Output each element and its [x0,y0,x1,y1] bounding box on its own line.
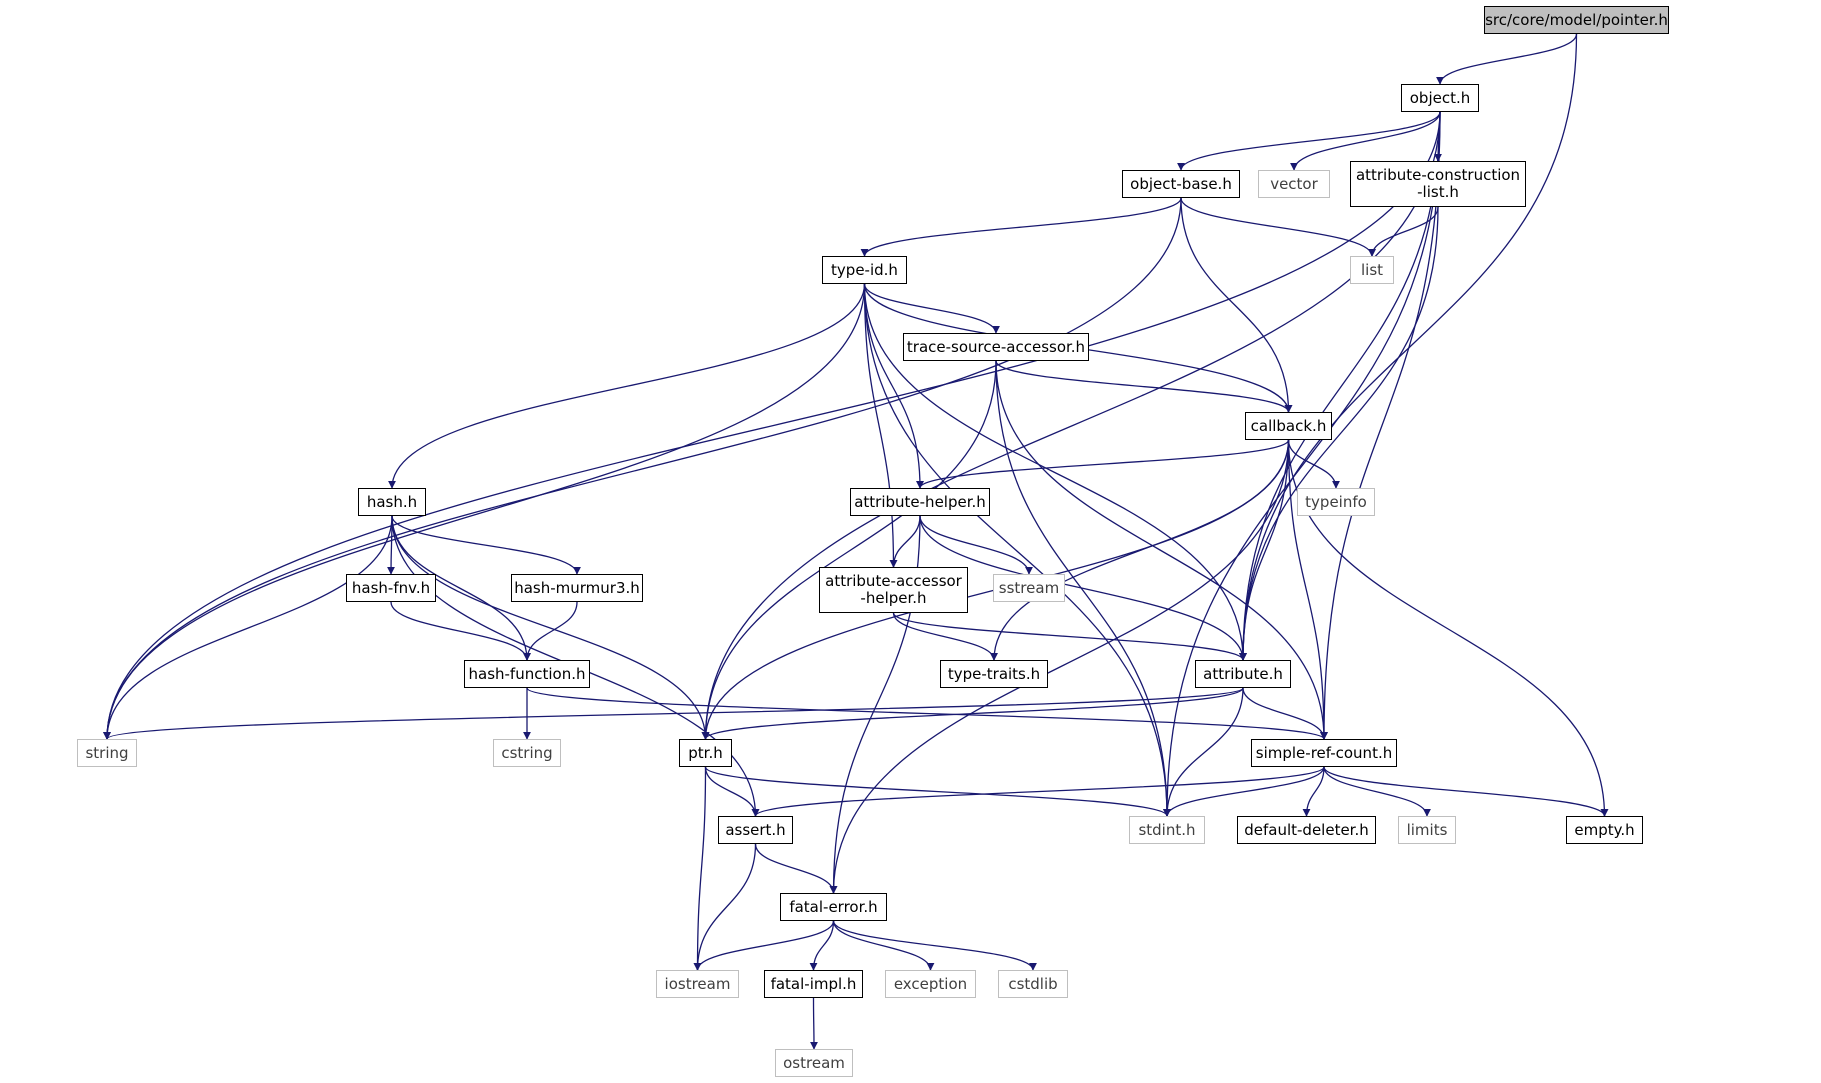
node-object-base-h[interactable]: object-base.h [1122,170,1240,198]
edge-object_h-to-stdint_h [1163,111,1441,817]
node-attribute-accessor-helper-h[interactable]: attribute-accessor -helper.h [819,567,968,613]
edge-attr_cons_list_h-to-list [1368,206,1439,257]
edge-attribute_helper_h-to-attribute_h [919,515,1247,661]
edge-callback_h-to-attribute_h [1239,439,1290,661]
edge-pointer_h-to-object_h [1436,33,1578,85]
node-pointer-h: src/core/model/pointer.h [1484,6,1669,34]
edge-hash_murmur3_h-to-hash_function_h [523,601,578,661]
edge-trace_source_accessor_h-to-ptr_h [701,360,997,740]
edge-type_id_h-to-attr_accessor_helper_h [863,283,898,568]
edge-type_id_h-to-attribute_h [863,283,1247,661]
edge-attribute_h-to-ptr_h [701,687,1244,740]
node-exception: exception [885,970,976,998]
edge-attr_accessor_helper_h-to-attribute_h [892,612,1247,661]
edge-simple_ref_count_h-to-assert_h [751,766,1325,817]
node-stdint-h: stdint.h [1129,816,1205,844]
edge-attribute_helper_h-to-attr_accessor_helper_h [889,515,921,568]
edge-assert_h-to-fatal_error_h [754,843,838,894]
edge-object_h-to-object_base_h [1177,111,1441,171]
node-hash-function-h[interactable]: hash-function.h [464,660,590,688]
edge-fatal_impl_h-to-ostream [809,997,818,1050]
edge-attribute_helper_h-to-sstream [919,515,1033,575]
edge-trace_source_accessor_h-to-callback_h [995,360,1293,413]
edge-callback_h-to-simple_ref_count_h [1287,439,1328,740]
node-assert-h[interactable]: assert.h [718,816,793,844]
node-fatal-impl-h[interactable]: fatal-impl.h [764,970,863,998]
edge-simple_ref_count_h-to-empty_h [1323,766,1609,817]
node-cstring: cstring [493,739,561,767]
node-fatal-error-h[interactable]: fatal-error.h [780,893,887,921]
node-list: list [1350,256,1394,284]
node-type-traits-h[interactable]: type-traits.h [940,660,1048,688]
node-simple-ref-count-h[interactable]: simple-ref-count.h [1251,739,1397,767]
edge-object_h-to-vector [1290,111,1441,171]
edge-fatal_error_h-to-fatal_impl_h [809,920,835,971]
edge-simple_ref_count_h-to-default_deleter_h [1302,766,1325,817]
node-ostream: ostream [775,1049,853,1077]
edge-simple_ref_count_h-to-stdint_h [1163,766,1325,817]
edge-hash_fnv_h-to-hash_function_h [390,601,531,661]
node-ptr-h[interactable]: ptr.h [679,739,732,767]
node-typeinfo: typeinfo [1297,488,1375,516]
edge-callback_h-to-fatal_error_h [829,439,1290,894]
edge-assert_h-to-iostream [693,843,757,971]
edge-attribute_h-to-string_a [103,687,1244,740]
node-cstdlib: cstdlib [998,970,1068,998]
edge-trace_source_accessor_h-to-simple_ref_count_h [995,360,1328,740]
edge-object_base_h-to-callback_h [1180,197,1293,413]
node-callback-h[interactable]: callback.h [1245,412,1332,440]
edge-hash_h-to-hash_murmur3_h [391,515,581,575]
node-type-id-h[interactable]: type-id.h [822,256,907,284]
node-string-a: string [77,739,137,767]
edge-callback_h-to-attribute_helper_h [916,439,1290,489]
edge-fatal_error_h-to-iostream [693,920,835,971]
node-default-deleter-h[interactable]: default-deleter.h [1237,816,1376,844]
edge-ptr_h-to-stdint_h [704,766,1171,817]
edge-type_id_h-to-string_b [103,283,866,740]
edge-object_h-to-simple_ref_count_h [1320,111,1441,740]
node-hash-murmur3-h[interactable]: hash-murmur3.h [511,574,643,602]
node-object-h[interactable]: object.h [1401,84,1479,112]
edge-fatal_error_h-to-exception [832,920,935,971]
edge-object_base_h-to-type_id_h [860,197,1182,257]
edge-type_id_h-to-attribute_helper_h [863,283,924,489]
edge-object_base_h-to-string_b [103,197,1182,740]
node-attribute-h[interactable]: attribute.h [1195,660,1291,688]
edge-type_id_h-to-hash_h [388,283,866,489]
edge-hash_h-to-ptr_h [391,515,710,740]
edge-object_base_h-to-list [1180,197,1376,257]
node-attribute-helper-h[interactable]: attribute-helper.h [850,488,990,516]
edge-layer [103,33,1609,1050]
edge-ptr_h-to-assert_h [704,766,760,817]
node-vector: vector [1258,170,1330,198]
edge-object_h-to-ptr_h [701,111,1441,740]
edge-callback_h-to-typeinfo [1287,439,1340,489]
node-hash-fnv-h[interactable]: hash-fnv.h [346,574,436,602]
edge-hash_function_h-to-simple_ref_count_h [526,687,1328,740]
node-limits: limits [1398,816,1456,844]
node-attribute-construction-list-h[interactable]: attribute-construction -list.h [1350,161,1526,207]
edge-fatal_error_h-to-cstdlib [832,920,1037,971]
edge-attr_cons_list_h-to-attribute_h [1239,206,1439,661]
node-trace-source-accessor-h[interactable]: trace-source-accessor.h [903,333,1089,361]
node-iostream: iostream [656,970,739,998]
edge-attr_accessor_helper_h-to-type_traits_h [892,612,998,661]
edge-object_h-to-attribute_h [1239,111,1441,661]
edge-attribute_h-to-simple_ref_count_h [1242,687,1328,740]
edge-ptr_h-to-iostream [693,766,707,971]
edge-simple_ref_count_h-to-limits [1323,766,1431,817]
edge-type_id_h-to-stdint_h [863,283,1171,817]
edge-object_h-to-string_a [103,111,1441,740]
edge-attribute_h-to-stdint_h [1163,687,1244,817]
node-empty-h[interactable]: empty.h [1566,816,1643,844]
edge-type_id_h-to-trace_source_accessor_h [863,283,1000,334]
edge-hash_h-to-string_a [103,515,393,740]
node-hash-h[interactable]: hash.h [358,488,426,516]
node-sstream: sstream [993,574,1065,602]
